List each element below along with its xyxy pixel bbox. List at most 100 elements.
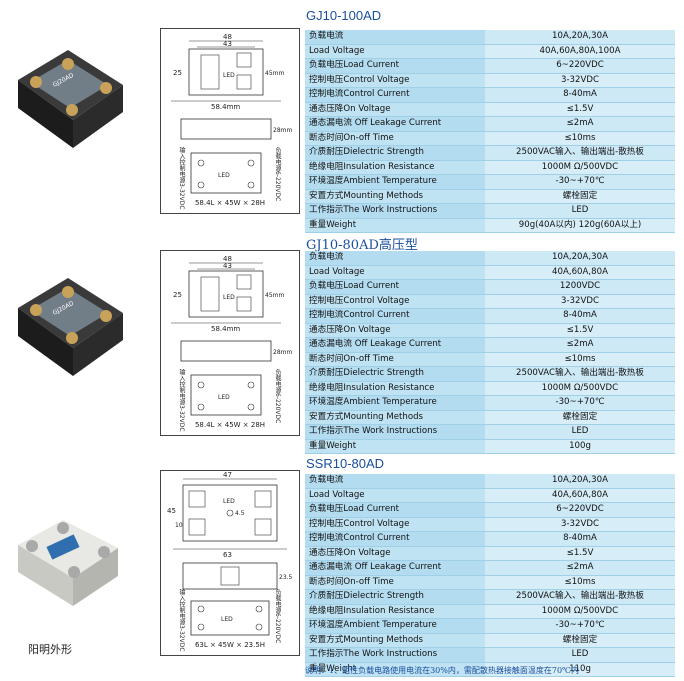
spec-value: 8-40mA	[485, 308, 675, 324]
spec-key: 通态漏电流 Off Leakage Current	[305, 560, 485, 576]
svg-text:43: 43	[223, 262, 232, 270]
spec-key: 介质耐压Dielectric Strength	[305, 145, 485, 161]
product-title: GJ10-80AD高压型	[306, 238, 418, 253]
input-label: 输入控制电源3-32VDC	[178, 369, 185, 432]
svg-text:4.5: 4.5	[235, 510, 245, 517]
product-title: SSR10-80AD	[306, 456, 385, 471]
spec-value: 100g	[485, 439, 675, 454]
spec-key: Load Voltage	[305, 488, 485, 503]
spec-row: 通态压降On Voltage≤1.5V	[305, 323, 675, 338]
spec-value: ≤10ms	[485, 352, 675, 367]
spec-row: 通态压降On Voltage≤1.5V	[305, 102, 675, 117]
svg-text:LED: LED	[218, 172, 230, 179]
spec-row: 环境温度Ambient Temperature-30~+70℃	[305, 618, 675, 634]
svg-text:LED: LED	[223, 72, 235, 79]
spec-row: 通态漏电流 Off Leakage Current≤2mA	[305, 337, 675, 353]
spec-value: ≤2mA	[485, 337, 675, 353]
svg-text:47: 47	[223, 471, 232, 479]
spec-key: 负载电流	[305, 30, 485, 45]
spec-row: 通态漏电流 Off Leakage Current≤2mA	[305, 116, 675, 132]
svg-text:58.4mm: 58.4mm	[211, 103, 240, 111]
spec-value: 8-40mA	[485, 87, 675, 103]
dimension-caption: 58.4L × 45W × 28H	[194, 199, 266, 207]
spec-value: LED	[485, 203, 675, 219]
spec-key: 负载电流	[305, 251, 485, 266]
input-label: 输入控制电源3-32VDC	[178, 147, 185, 210]
spec-row: 断态时间On-off Time≤10ms	[305, 131, 675, 146]
spec-value: 2500VAC输入、输出端出-散热板	[485, 366, 675, 382]
svg-text:28mm: 28mm	[273, 127, 292, 134]
spec-value: 110g	[485, 662, 675, 677]
svg-text:23.5: 23.5	[279, 574, 293, 581]
spec-key: 控制电压Control Voltage	[305, 517, 485, 532]
spec-value: LED	[485, 424, 675, 440]
svg-text:10: 10	[175, 522, 183, 529]
svg-text:25: 25	[173, 291, 182, 299]
spec-value: ≤10ms	[485, 131, 675, 146]
spec-key: 重量Weight	[305, 439, 485, 454]
spec-key: 通态漏电流 Off Leakage Current	[305, 337, 485, 353]
relay-photo	[18, 520, 118, 606]
spec-value: 6~220VDC	[485, 502, 675, 518]
spec-row: 断态时间On-off Time≤10ms	[305, 575, 675, 590]
dimension-drawing: 47 4.5 45 10 63 23.5 LED LED 输入控制电源3-32V…	[160, 470, 300, 656]
spec-value: -30~+70℃	[485, 174, 675, 190]
product-title: GJ10-100AD	[306, 8, 382, 23]
spec-key: 控制电流Control Current	[305, 308, 485, 324]
spec-value: 2500VAC输入、输出端出-散热板	[485, 589, 675, 605]
spec-row: 环境温度Ambient Temperature-30~+70℃	[305, 395, 675, 411]
spec-key: 重量Weight	[305, 218, 485, 233]
svg-text:LED: LED	[218, 394, 230, 401]
spec-key: 环境温度Ambient Temperature	[305, 395, 485, 411]
spec-key: 安置方式Mounting Methods	[305, 633, 485, 648]
spec-value: 1000M Ω/500VDC	[485, 381, 675, 396]
spec-value: ≤1.5V	[485, 546, 675, 561]
spec-key: 控制电压Control Voltage	[305, 73, 485, 88]
spec-value: 螺栓固定	[485, 189, 675, 204]
spec-value: LED	[485, 647, 675, 663]
spec-value: ≤10ms	[485, 575, 675, 590]
relay-photo: GJ20AD	[18, 278, 123, 376]
side-label: 阳明外形	[28, 643, 72, 656]
spec-key: 控制电流Control Current	[305, 531, 485, 547]
spec-row: 环境温度Ambient Temperature-30~+70℃	[305, 174, 675, 190]
spec-row: 通态压降On Voltage≤1.5V	[305, 546, 675, 561]
spec-key: 环境温度Ambient Temperature	[305, 174, 485, 190]
spec-key: 断态时间On-off Time	[305, 575, 485, 590]
spec-row: 通态漏电流 Off Leakage Current≤2mA	[305, 560, 675, 576]
spec-key: 负载电压Load Current	[305, 58, 485, 74]
spec-value: 6~220VDC	[485, 58, 675, 74]
spec-value: ≤1.5V	[485, 323, 675, 338]
spec-value: 90g(40A以内) 120g(60A以上)	[485, 218, 675, 233]
spec-value: 40A,60A,80A	[485, 265, 675, 280]
spec-key: 介质耐压Dielectric Strength	[305, 366, 485, 382]
spec-key: 工作指示The Work Instructions	[305, 424, 485, 440]
spec-key: 负载电压Load Current	[305, 279, 485, 295]
spec-key: 断态时间On-off Time	[305, 352, 485, 367]
dimension-drawing: 48 43 25 45mm 58.4mm 28mm LED LED 输入控制电源…	[160, 250, 300, 436]
input-label: 输入控制电源3-32VDC	[178, 589, 185, 652]
svg-text:45mm: 45mm	[265, 70, 284, 77]
svg-text:LED: LED	[223, 498, 235, 505]
